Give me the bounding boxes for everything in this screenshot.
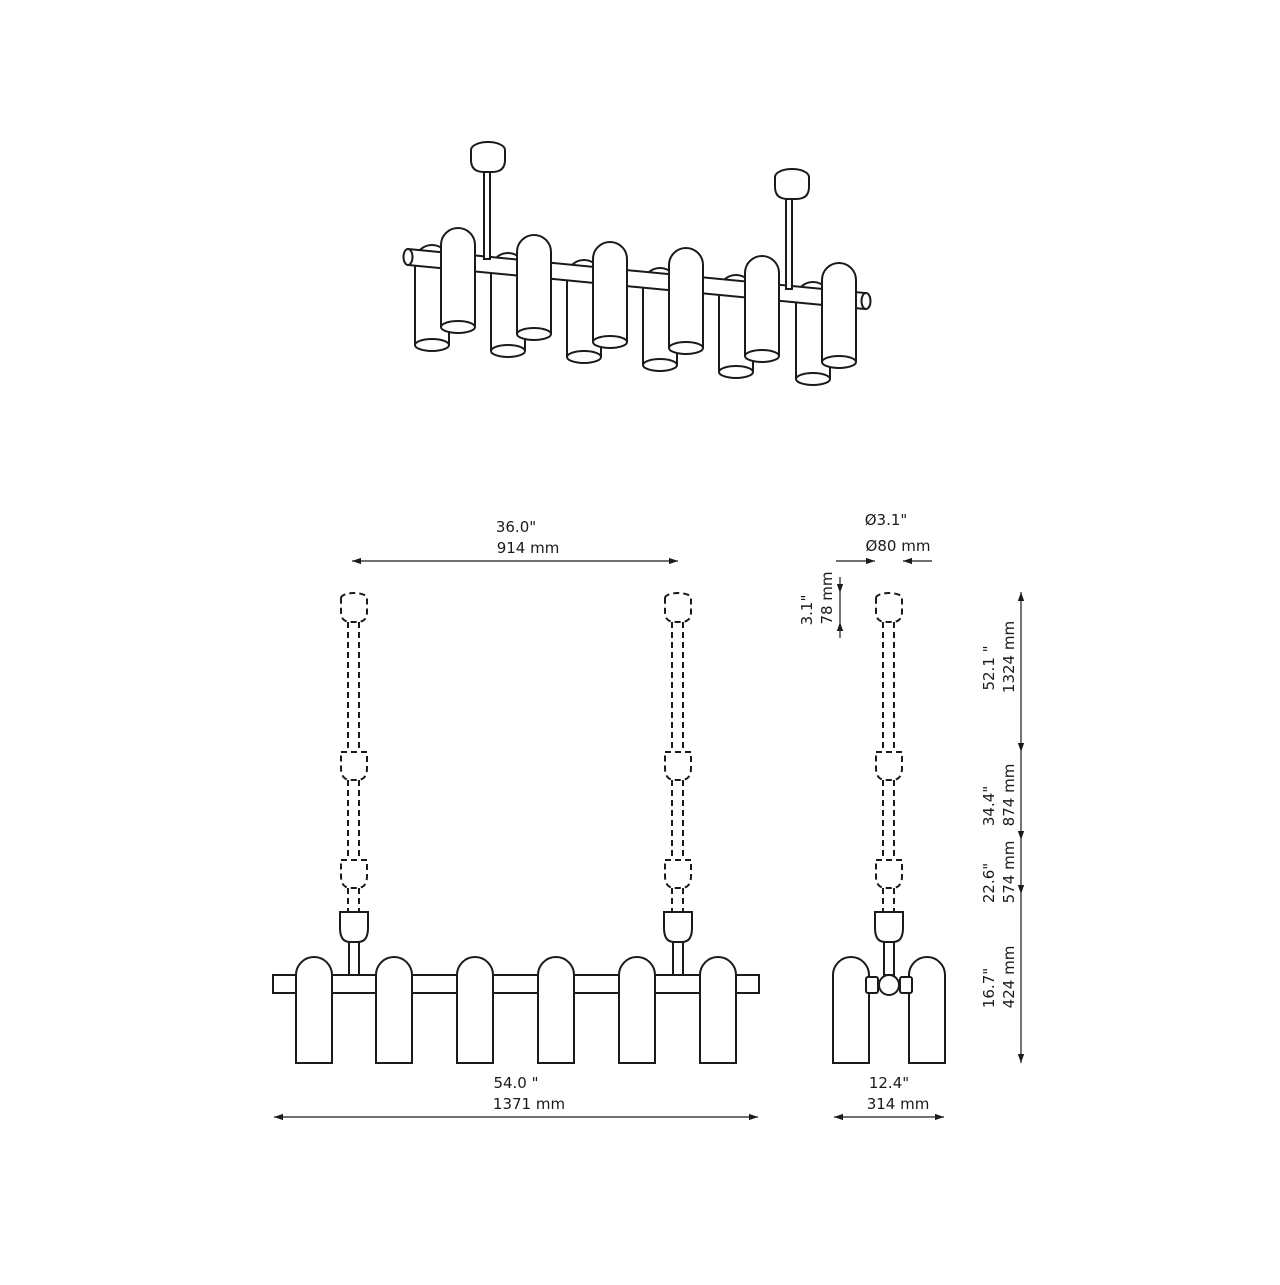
dim-canopy-diameter-inch: Ø3.1" [865,511,908,529]
front-suspension-left [339,592,369,976]
dim-canopy-height-inch: 3.1" [798,595,816,626]
front-suspension-right [663,592,693,976]
dim-total-length: 54.0 " 1371 mm [274,1074,758,1121]
front-bar [272,974,760,994]
front-shade [537,956,575,1064]
front-shade [821,262,857,369]
dim-depth: 12.4" 314 mm [834,1074,944,1121]
dim-rod-top-inch: 52.1 " [980,645,998,690]
dim-canopy-distance-mm: 914 mm [497,539,560,557]
front-shade [618,956,656,1064]
dim-rod-mid-mm: 874 mm [1000,764,1018,827]
dim-canopy-height-mm: 78 mm [818,571,836,624]
dim-canopy-height: 3.1" 78 mm [798,571,844,638]
dim-canopy-distance-inch: 36.0" [496,518,536,536]
dim-fixture-height-mm: 424 mm [1000,946,1018,1009]
dim-depth-inch: 12.4" [869,1074,909,1092]
dim-total-length-mm: 1371 mm [493,1095,565,1113]
perspective-view [402,141,872,386]
dim-depth-mm: 314 mm [867,1095,930,1113]
front-shade [592,241,628,349]
dim-total-length-inch: 54.0 " [493,1074,538,1092]
side-shade-right [908,956,946,1064]
front-shade [699,956,737,1064]
side-connector [865,974,913,996]
dim-rod-top-mm: 1324 mm [1000,621,1018,693]
side-shade-left [832,956,870,1064]
dim-canopy-diameter-mm: Ø80 mm [866,537,931,555]
dim-vertical-chain: 52.1 " 1324 mm 34.4" 874 mm 22.6" 574 mm… [980,592,1025,1063]
dim-rod-mid-inch: 34.4" [980,786,998,826]
front-shade [744,255,780,363]
dim-rod-low-mm: 574 mm [1000,841,1018,904]
side-view: 12.4" 314 mm Ø3.1" Ø80 mm 3.1" 78 mm 52.… [798,511,1025,1121]
front-shade [516,234,552,341]
front-shade [456,956,494,1064]
front-view: 36.0" 914 mm 54.0 " 1371 mm [272,518,760,1121]
dim-canopy-diameter: Ø3.1" Ø80 mm [836,511,932,565]
perspective-canopy-right [774,168,810,290]
side-suspension [874,592,904,976]
front-shade [295,956,333,1064]
perspective-canopy-left [470,141,506,260]
front-shade [440,227,476,334]
dim-rod-low-inch: 22.6" [980,863,998,903]
front-shade [375,956,413,1064]
dim-fixture-height-inch: 16.7" [980,968,998,1008]
front-shade [668,247,704,355]
dim-canopy-distance: 36.0" 914 mm [352,518,678,565]
